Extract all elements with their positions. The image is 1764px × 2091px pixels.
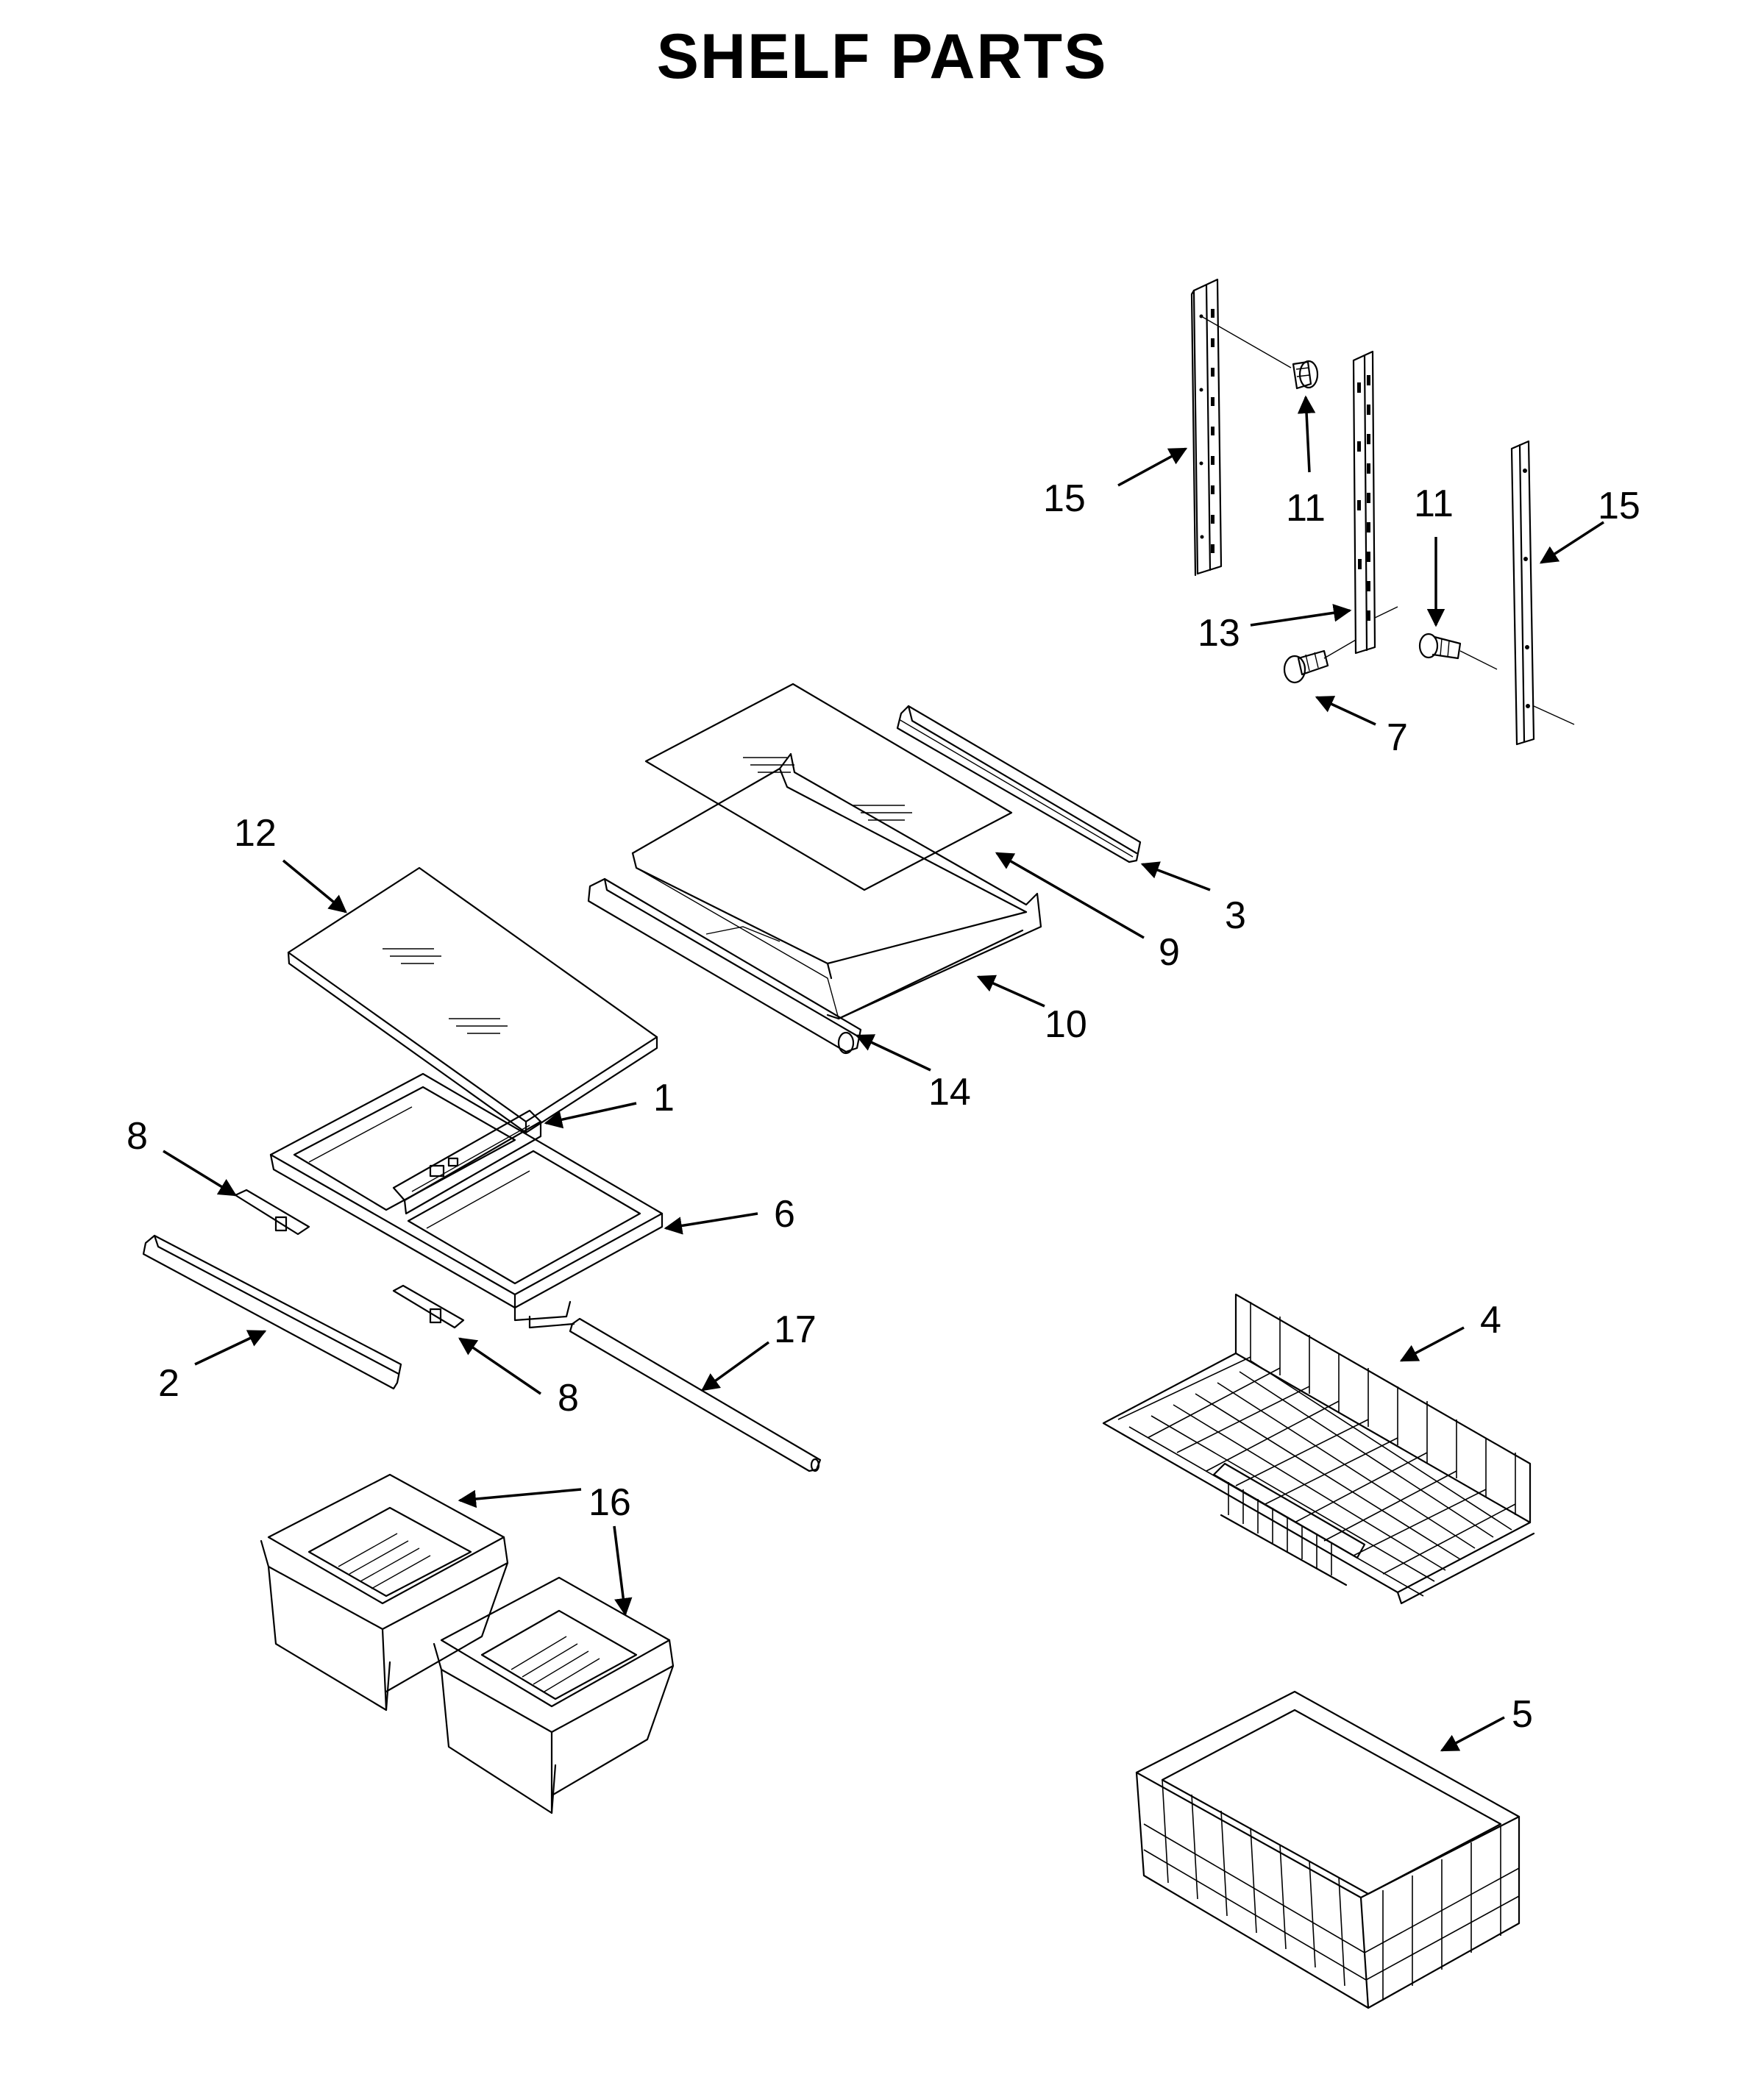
callout-2: 2 (158, 1362, 179, 1405)
callout-8-center: 8 (558, 1377, 579, 1419)
callout-5: 5 (1512, 1693, 1533, 1736)
callout-4: 4 (1480, 1299, 1501, 1342)
part-shelf-frame (631, 752, 1042, 1020)
part-clip-left (234, 1189, 310, 1236)
callout-8-left: 8 (127, 1115, 148, 1158)
part-screw-bottom (1283, 649, 1329, 684)
callout-10: 10 (1045, 1003, 1087, 1046)
callout-labels: 15 11 11 15 13 7 3 9 10 14 12 1 8 6 17 2… (127, 477, 1640, 1736)
callout-14: 14 (928, 1071, 971, 1114)
page-title: SHELF PARTS (656, 21, 1108, 92)
callout-11-right: 11 (1414, 482, 1454, 525)
callout-11-top: 11 (1286, 487, 1326, 530)
part-rail-left (1190, 278, 1292, 577)
part-rail-middle (1323, 350, 1398, 659)
leader-lines (163, 395, 1604, 1752)
part-crisper-drawer-1 (260, 1473, 509, 1711)
callout-16: 16 (588, 1481, 631, 1524)
callout-9: 9 (1159, 931, 1180, 974)
part-clip-center (392, 1284, 465, 1329)
part-glass-shelf-lower (287, 866, 658, 1134)
callout-3: 3 (1225, 894, 1246, 937)
part-crisper-front-trim (142, 1234, 402, 1390)
part-rod (569, 1317, 822, 1472)
callout-6: 6 (774, 1193, 795, 1236)
part-center-rail (392, 1109, 542, 1215)
part-crisper-cover-frame (269, 1072, 664, 1329)
callout-7: 7 (1387, 716, 1408, 759)
callout-12: 12 (234, 812, 277, 855)
part-glass-shelf-upper (644, 683, 1013, 891)
callout-15-left: 15 (1043, 477, 1086, 520)
part-front-trim (587, 877, 862, 1055)
callout-1: 1 (653, 1077, 675, 1119)
part-rail-right (1510, 440, 1575, 746)
callout-13: 13 (1198, 612, 1240, 655)
part-screw-right (1418, 633, 1498, 670)
part-wire-shelf (1102, 1293, 1535, 1605)
part-rear-trim (896, 705, 1142, 863)
callout-17: 17 (774, 1308, 817, 1351)
part-wire-basket (1135, 1690, 1521, 2009)
part-crisper-drawer-2 (433, 1576, 675, 1814)
callout-15-right: 15 (1598, 485, 1640, 527)
part-screw-top (1292, 360, 1319, 390)
